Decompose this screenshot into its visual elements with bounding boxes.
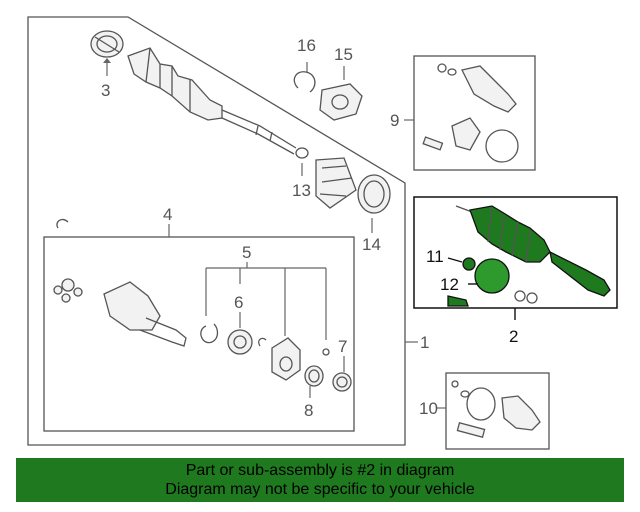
banner-line-1: Part or sub-assembly is #2 in diagram	[185, 462, 455, 479]
callout-16[interactable]: 16	[297, 36, 316, 55]
boot-3-icon	[90, 30, 124, 58]
band-8-icon	[304, 365, 324, 387]
banner-line-2: Diagram may not be specific to your vehi…	[165, 481, 475, 498]
clamp-7-icon	[332, 372, 352, 392]
ring-5-icon	[200, 323, 219, 344]
callout-11[interactable]: 11	[426, 247, 444, 266]
highlighted-shaft-icon	[447, 205, 611, 307]
boot-kit-10-icon	[451, 380, 541, 439]
boot-kit-9-icon	[422, 63, 519, 163]
bearing-6-icon	[227, 329, 253, 355]
drive-shaft-icon	[127, 47, 297, 155]
boot-kit-box-9	[413, 55, 536, 171]
callout-9[interactable]: 9	[390, 111, 399, 130]
tripod-icon	[53, 278, 83, 303]
clamp-13-icon	[295, 147, 309, 159]
callout-1[interactable]: 1	[420, 333, 429, 352]
clip-icon	[258, 337, 267, 347]
outer-boot-icon	[315, 157, 357, 209]
inner-joint-box	[43, 236, 355, 432]
callout-6[interactable]: 6	[234, 293, 243, 312]
callout-10[interactable]: 10	[419, 399, 438, 418]
main-assembly-outline	[27, 16, 406, 446]
snap-ring-16-icon	[293, 71, 316, 93]
callout-2[interactable]: 2	[509, 327, 518, 346]
callout-3[interactable]: 3	[101, 81, 110, 100]
callout-5[interactable]: 5	[242, 243, 251, 262]
callout-4[interactable]: 4	[163, 205, 172, 224]
bracket-15-icon	[319, 83, 363, 121]
parts-diagram: 1 4 3 13 14 16	[27, 16, 618, 450]
clamp-5-icon	[322, 348, 330, 356]
boot-14-icon	[357, 174, 391, 214]
callout-14[interactable]: 14	[362, 235, 381, 254]
callout-8[interactable]: 8	[304, 401, 313, 420]
inner-joint-housing-icon	[103, 281, 187, 347]
callout-15[interactable]: 15	[334, 45, 353, 64]
info-banner: Part or sub-assembly is #2 in diagram Di…	[16, 458, 624, 502]
callout-7[interactable]: 7	[338, 337, 347, 356]
callout-12[interactable]: 12	[440, 275, 459, 294]
snap-ring-icon	[56, 218, 69, 229]
boot-5-icon	[271, 337, 301, 381]
boot-kit-box-10	[445, 372, 550, 450]
callout-13[interactable]: 13	[292, 181, 311, 200]
